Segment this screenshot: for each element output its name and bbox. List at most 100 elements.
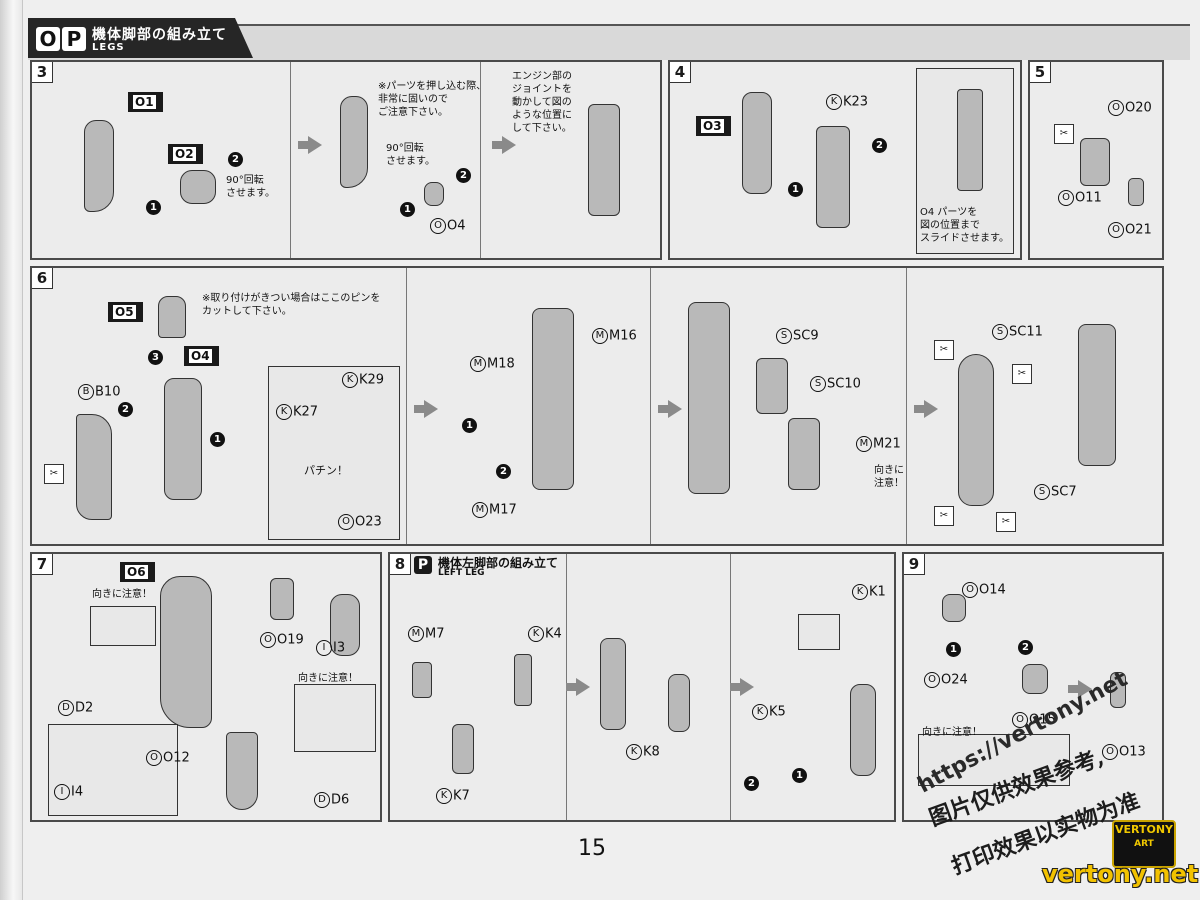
flow-arrow [1068,680,1092,698]
part-label-o5: O5 [108,302,143,322]
armor-part-shape [330,594,360,656]
small-part-shape [1022,664,1048,694]
leg-frame-shape [600,638,626,730]
flow-arrow [492,136,516,154]
armor-part-shape [756,358,788,414]
leg-part-shape [742,92,772,194]
section-letter-p: P [414,556,432,574]
page-number: 15 [578,836,606,861]
sequence-marker-2: 2 [872,138,887,153]
engine-note: エンジン部の ジョイントを 動かして図の ような位置に して下さい。 [512,71,572,134]
flow-arrow [298,136,322,154]
logo-text-top: VERTONY [1114,823,1174,836]
flow-arrow [658,400,682,418]
rotate-note: 90°回転 させます。 [226,175,275,199]
small-part-shape [1128,178,1144,206]
snap-sound-text: パチン！ [304,464,348,477]
orientation-caution: 向きに注意！ [298,673,358,684]
leg-frame-shape [688,302,730,494]
part-label-o2: O2 [168,144,203,164]
leg-frame-shape [850,684,876,776]
step-divider [406,268,407,544]
small-part-shape [424,182,444,206]
part-label-o1: O1 [128,92,163,112]
step-number: 4 [670,62,691,83]
step-number: 9 [904,554,925,575]
sequence-marker-2: 2 [228,152,243,167]
sequence-marker-1: 1 [146,200,161,215]
armor-part-shape [76,414,112,520]
flow-arrow [730,678,754,696]
small-part-shape [668,674,690,732]
small-part-shape [514,654,532,706]
sequence-marker-1: 1 [792,768,807,783]
page-binding [0,0,23,900]
flow-arrow [414,400,438,418]
detail-inset [798,614,840,650]
step-divider [480,62,481,258]
leg-frame-shape [1078,324,1116,466]
vertony-logo: VERTONY ART [1112,820,1176,868]
header-subtitle: LEGS [92,42,125,53]
part-label-o6: O6 [120,562,155,582]
logo-text-mid: ART [1134,839,1154,849]
orientation-caution: 向きに注意！ [922,727,982,738]
armor-part-shape [270,578,294,620]
step-number: 7 [32,554,53,575]
detail-inset [918,734,1070,786]
press-caution-note: ※パーツを押し込む際、 非常に固いので ご注意下さい。 [378,81,487,118]
header-title: 機体脚部の組み立て [92,27,227,43]
leg-frame-shape [532,308,574,490]
leg-armor-shape [160,576,212,728]
part-label-o4: O4 [184,346,219,366]
slide-note: O4 パーツを 図の位置まで スライドさせます。 [920,207,1009,244]
rotate-note: 90°回転 させます。 [386,143,435,167]
cut-gate-icon: ✂ [934,340,954,360]
sequence-marker-2: 2 [456,168,471,183]
leg-frame-shape [164,378,202,500]
orientation-caution: 向きに 注意！ [874,465,904,489]
orientation-caution: 向きに注意！ [92,589,152,600]
section-header [28,18,1190,60]
engine-part-shape [588,104,620,216]
small-part-shape [412,662,432,698]
left-leg-subtitle: LEFT LEG [438,568,485,578]
header-letter-o: O [36,27,60,51]
step-number: 8 [390,554,411,575]
pin-cut-note: ※取り付けがきつい場合はここのピンを カットして下さい。 [202,293,381,317]
cut-gate-icon: ✂ [934,506,954,526]
sequence-marker-1: 1 [210,432,225,447]
cut-gate-icon: ✂ [1012,364,1032,384]
armor-part-shape [1080,138,1110,186]
sequence-marker-1: 1 [946,642,961,657]
step-number: 5 [1030,62,1051,83]
leg-part-shape [84,120,114,212]
part-label-o3: O3 [696,116,731,136]
